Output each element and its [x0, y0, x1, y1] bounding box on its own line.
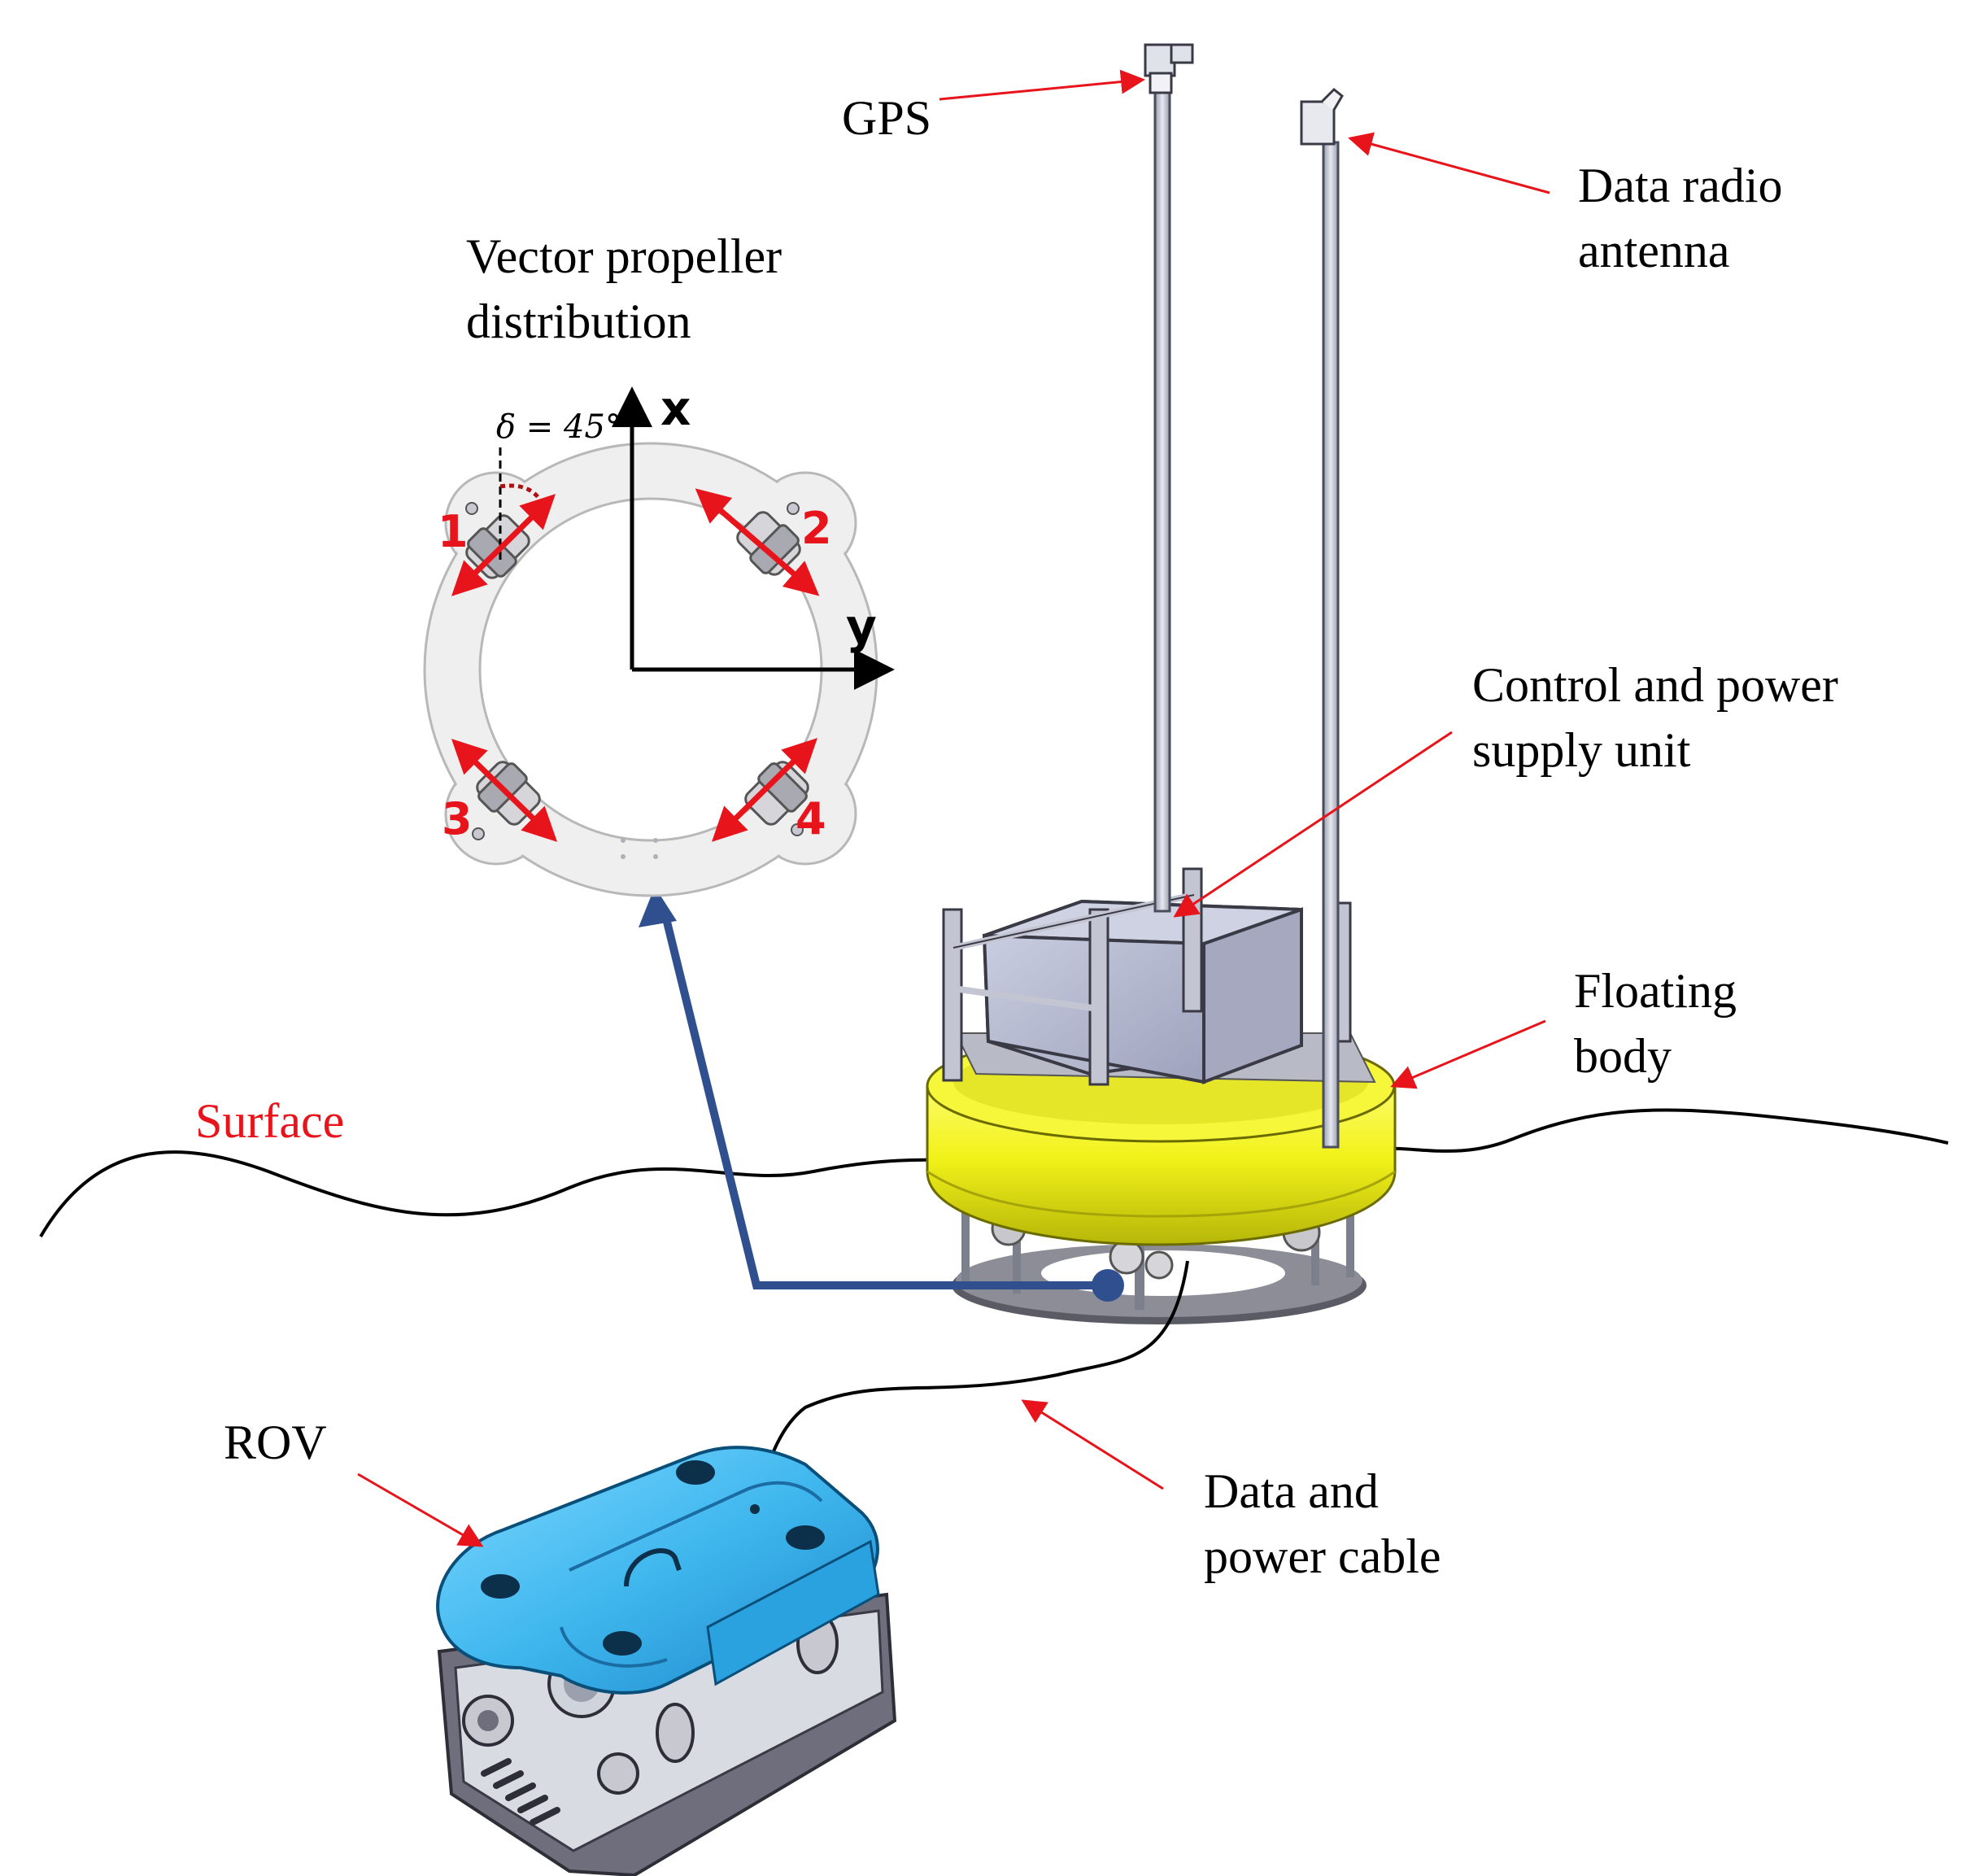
- cable-pointer: [1021, 1399, 1164, 1490]
- data-radio-label-line1: Data radio: [1578, 159, 1783, 212]
- rov-vehicle: [436, 1446, 897, 1876]
- propeller-distribution-diagram: x y δ = 45° 1 2 3 4: [423, 381, 895, 897]
- control-label-line2: supply unit: [1472, 723, 1691, 777]
- cable-label-line1: Data and: [1204, 1464, 1379, 1518]
- vector-label-line1: Vector propeller: [466, 229, 782, 283]
- pointer-arrows: [357, 69, 1550, 1547]
- gps-label: GPS: [842, 91, 931, 145]
- y-axis-label: y: [846, 599, 877, 654]
- floating-pointer: [1390, 1019, 1546, 1089]
- gps-pole: [1144, 43, 1194, 913]
- x-axis-label: x: [660, 381, 691, 436]
- angle-label: δ = 45°: [496, 408, 621, 446]
- control-label-line1: Control and power: [1472, 658, 1838, 712]
- tether-cable: [751, 1260, 1189, 1512]
- vector-label-line2: distribution: [466, 294, 691, 348]
- antenna-pole: [1300, 87, 1344, 1149]
- buoy-platform: [926, 43, 1397, 1324]
- thruster-2-label: 2: [801, 503, 832, 554]
- thruster-1-label: 1: [438, 506, 469, 557]
- rov-handle-icon: [624, 1548, 682, 1587]
- floating-label-line2: body: [1574, 1029, 1672, 1083]
- propeller-link-arrow: [639, 887, 1124, 1302]
- cable-label-line2: power cable: [1204, 1529, 1441, 1583]
- thruster-4-label: 4: [796, 793, 826, 844]
- thruster-3-label: 3: [442, 793, 473, 844]
- data-radio-label-line2: antenna: [1578, 224, 1730, 277]
- rov-label: ROV: [224, 1416, 327, 1469]
- radio-antenna-icon: [1300, 100, 1336, 146]
- rov-light-icon: [481, 1460, 825, 1656]
- antenna-pointer: [1348, 132, 1550, 194]
- gps-pointer: [939, 69, 1145, 101]
- thrust-arrows: [451, 488, 820, 842]
- surface-label: Surface: [195, 1094, 344, 1148]
- rov-pointer: [357, 1472, 484, 1547]
- floating-label-line1: Floating: [1574, 964, 1737, 1018]
- control-pointer: [1173, 731, 1453, 918]
